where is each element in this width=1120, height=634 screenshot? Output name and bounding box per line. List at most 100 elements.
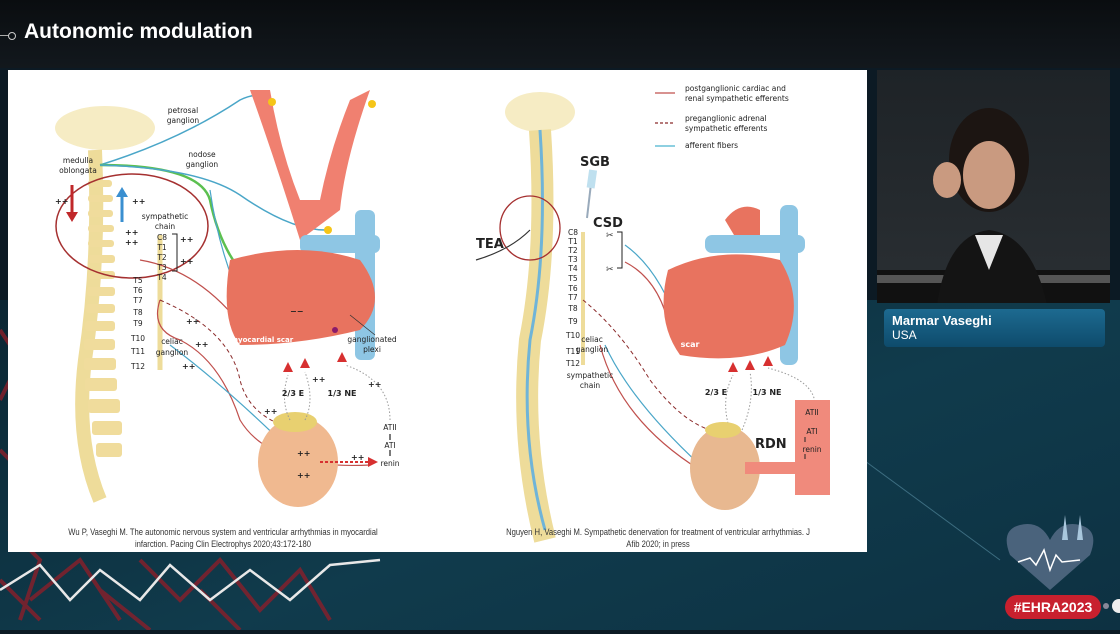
svg-text:T10: T10: [565, 331, 580, 340]
label-renin-right: renin: [802, 445, 821, 454]
svg-text:++: ++: [125, 228, 138, 237]
svg-text:++: ++: [180, 235, 193, 244]
svg-text:sympathetic efferents: sympathetic efferents: [685, 124, 767, 133]
highlight-circle: [55, 173, 209, 279]
svg-text:T3: T3: [567, 255, 578, 264]
slide-content: petrosal ganglion nodose ganglion medull…: [8, 70, 867, 552]
svg-text:++: ++: [132, 197, 145, 206]
label-nodose: nodose: [188, 150, 216, 159]
svg-text:++: ++: [297, 449, 310, 458]
svg-text:T6: T6: [567, 284, 578, 293]
legend: postganglionic cardiac and renal sympath…: [655, 84, 789, 150]
citation-right: Nguyen H, Vaseghi M. Sympathetic denerva…: [506, 527, 810, 549]
label-celiac: celiac: [161, 337, 183, 346]
label-ati-right: ATI: [806, 427, 817, 436]
label-tea: TEA: [476, 237, 504, 252]
svg-text:T8: T8: [567, 304, 578, 313]
svg-text:C8: C8: [157, 233, 167, 242]
svg-text:T8: T8: [132, 308, 143, 317]
decorative-dot: [1103, 603, 1109, 609]
aorta-right: [795, 400, 830, 495]
heart: [226, 250, 375, 345]
svg-text:++: ++: [125, 238, 138, 247]
svg-text:T5: T5: [132, 276, 143, 285]
svg-text:T1: T1: [156, 243, 167, 252]
scissors-icon-bottom: ✂: [606, 265, 614, 275]
svg-text:ganglion: ganglion: [576, 345, 609, 354]
speaker-nameplate: Marmar Vaseghi USA: [884, 309, 1105, 347]
right-figure: ✂ ✂ postganglionic ca: [475, 84, 830, 543]
event-hashtag: #EHRA2023: [1005, 595, 1101, 619]
label-sympathetic-chain: sympathetic: [142, 212, 188, 221]
label-scar: scar: [681, 340, 700, 349]
label-minus: −−: [290, 307, 303, 316]
slide-title: Autonomic modulation: [24, 20, 253, 43]
aortic-arch: [250, 90, 370, 240]
label-medulla-2: oblongata: [59, 166, 97, 175]
heart-right: [663, 254, 794, 359]
svg-text:T6: T6: [132, 286, 143, 295]
svg-text:chain: chain: [580, 381, 601, 390]
label-ganglionated-plexi: ganglionated: [347, 335, 397, 344]
svg-text:T12: T12: [565, 359, 580, 368]
speaker-country: USA: [892, 328, 917, 342]
label-norepinephrine-right: 1/3 NE: [753, 388, 782, 397]
label-petrosal: petrosal: [168, 106, 198, 115]
label-celiac-2: ganglion: [156, 348, 189, 357]
label-medulla: medulla: [63, 156, 93, 165]
svg-text:T2: T2: [156, 253, 167, 262]
hormone-arrows: [283, 352, 347, 372]
svg-text:C8: C8: [568, 228, 578, 237]
speaker-video: [877, 70, 1110, 303]
label-epinephrine: 2/3 E: [282, 389, 304, 398]
svg-text:++: ++: [180, 257, 193, 266]
svg-text:++: ++: [297, 471, 310, 480]
svg-text:T7: T7: [567, 293, 578, 302]
citation-left: Wu P, Vaseghi M. The autonomic nervous s…: [68, 527, 378, 549]
svg-text:++: ++: [351, 453, 364, 462]
label-nodose-2: ganglion: [186, 160, 219, 169]
svg-text:++: ++: [55, 197, 68, 206]
label-ganglionated-plexi-2: plexi: [363, 345, 381, 354]
adrenal-gland: [273, 412, 317, 432]
label-atii-right: ATII: [805, 408, 819, 417]
label-sympathetic-chain-2: chain: [155, 222, 176, 231]
svg-text:++: ++: [186, 317, 199, 326]
svg-text:T11: T11: [565, 347, 580, 356]
tea-circle: [499, 195, 561, 261]
label-sympathetic-chain-right: sympathetic: [567, 371, 613, 380]
speaker-name: Marmar Vaseghi: [892, 313, 992, 328]
scissors-icon-top: ✂: [606, 231, 614, 241]
plus-markers: ++ ++ ++ ++ ++ ++ ++ ++ ++ ++ ++ ++ ++ +…: [55, 197, 381, 480]
label-sgb: SGB: [580, 155, 610, 170]
legend-label-efferents: postganglionic cardiac and: [685, 84, 786, 93]
svg-text:T2: T2: [567, 246, 578, 255]
left-vertebra-labels: C8 T1 T2 T3 T4 T5 T6 T7 T8 T9 T10 T11 T1…: [130, 233, 167, 371]
label-atii: ATII: [383, 423, 397, 432]
legend-label-preganglionic: preganglionic adrenal: [685, 114, 767, 123]
label-rdn: RDN: [755, 437, 787, 452]
svg-text:T7: T7: [132, 296, 143, 305]
svg-text:++: ++: [264, 407, 277, 416]
ganglionated-plexi-dot: [332, 327, 338, 333]
legend-label-afferent: afferent fibers: [685, 141, 738, 150]
right-vertebra-labels: C8 T1 T2 T3 T4 T5 T6 T7 T8 T9 T10 T11 T1…: [565, 228, 580, 368]
svg-text:T10: T10: [130, 334, 145, 343]
brain-shape: [55, 106, 155, 150]
title-bullet-icon: [8, 32, 16, 40]
slide-diagrams: petrosal ganglion nodose ganglion medull…: [55, 84, 830, 543]
svg-text:++: ++: [195, 340, 208, 349]
ehra-heart-logo: [1006, 515, 1094, 590]
label-petrosal-2: ganglion: [167, 116, 200, 125]
title-bar: Autonomic modulation: [0, 0, 1120, 68]
svg-text:T12: T12: [130, 362, 145, 371]
label-myocardial-scar: myocardial scar: [231, 336, 294, 344]
label-norepinephrine: 1/3 NE: [328, 389, 357, 398]
svg-text:++: ++: [182, 362, 195, 371]
svg-text:T1: T1: [567, 237, 578, 246]
kidney-right: [690, 426, 760, 510]
svg-text:++: ++: [312, 375, 325, 384]
label-renin: renin: [380, 459, 399, 468]
label-celiac-right: celiac: [581, 335, 603, 344]
svg-text:renal sympathetic efferents: renal sympathetic efferents: [685, 94, 789, 103]
